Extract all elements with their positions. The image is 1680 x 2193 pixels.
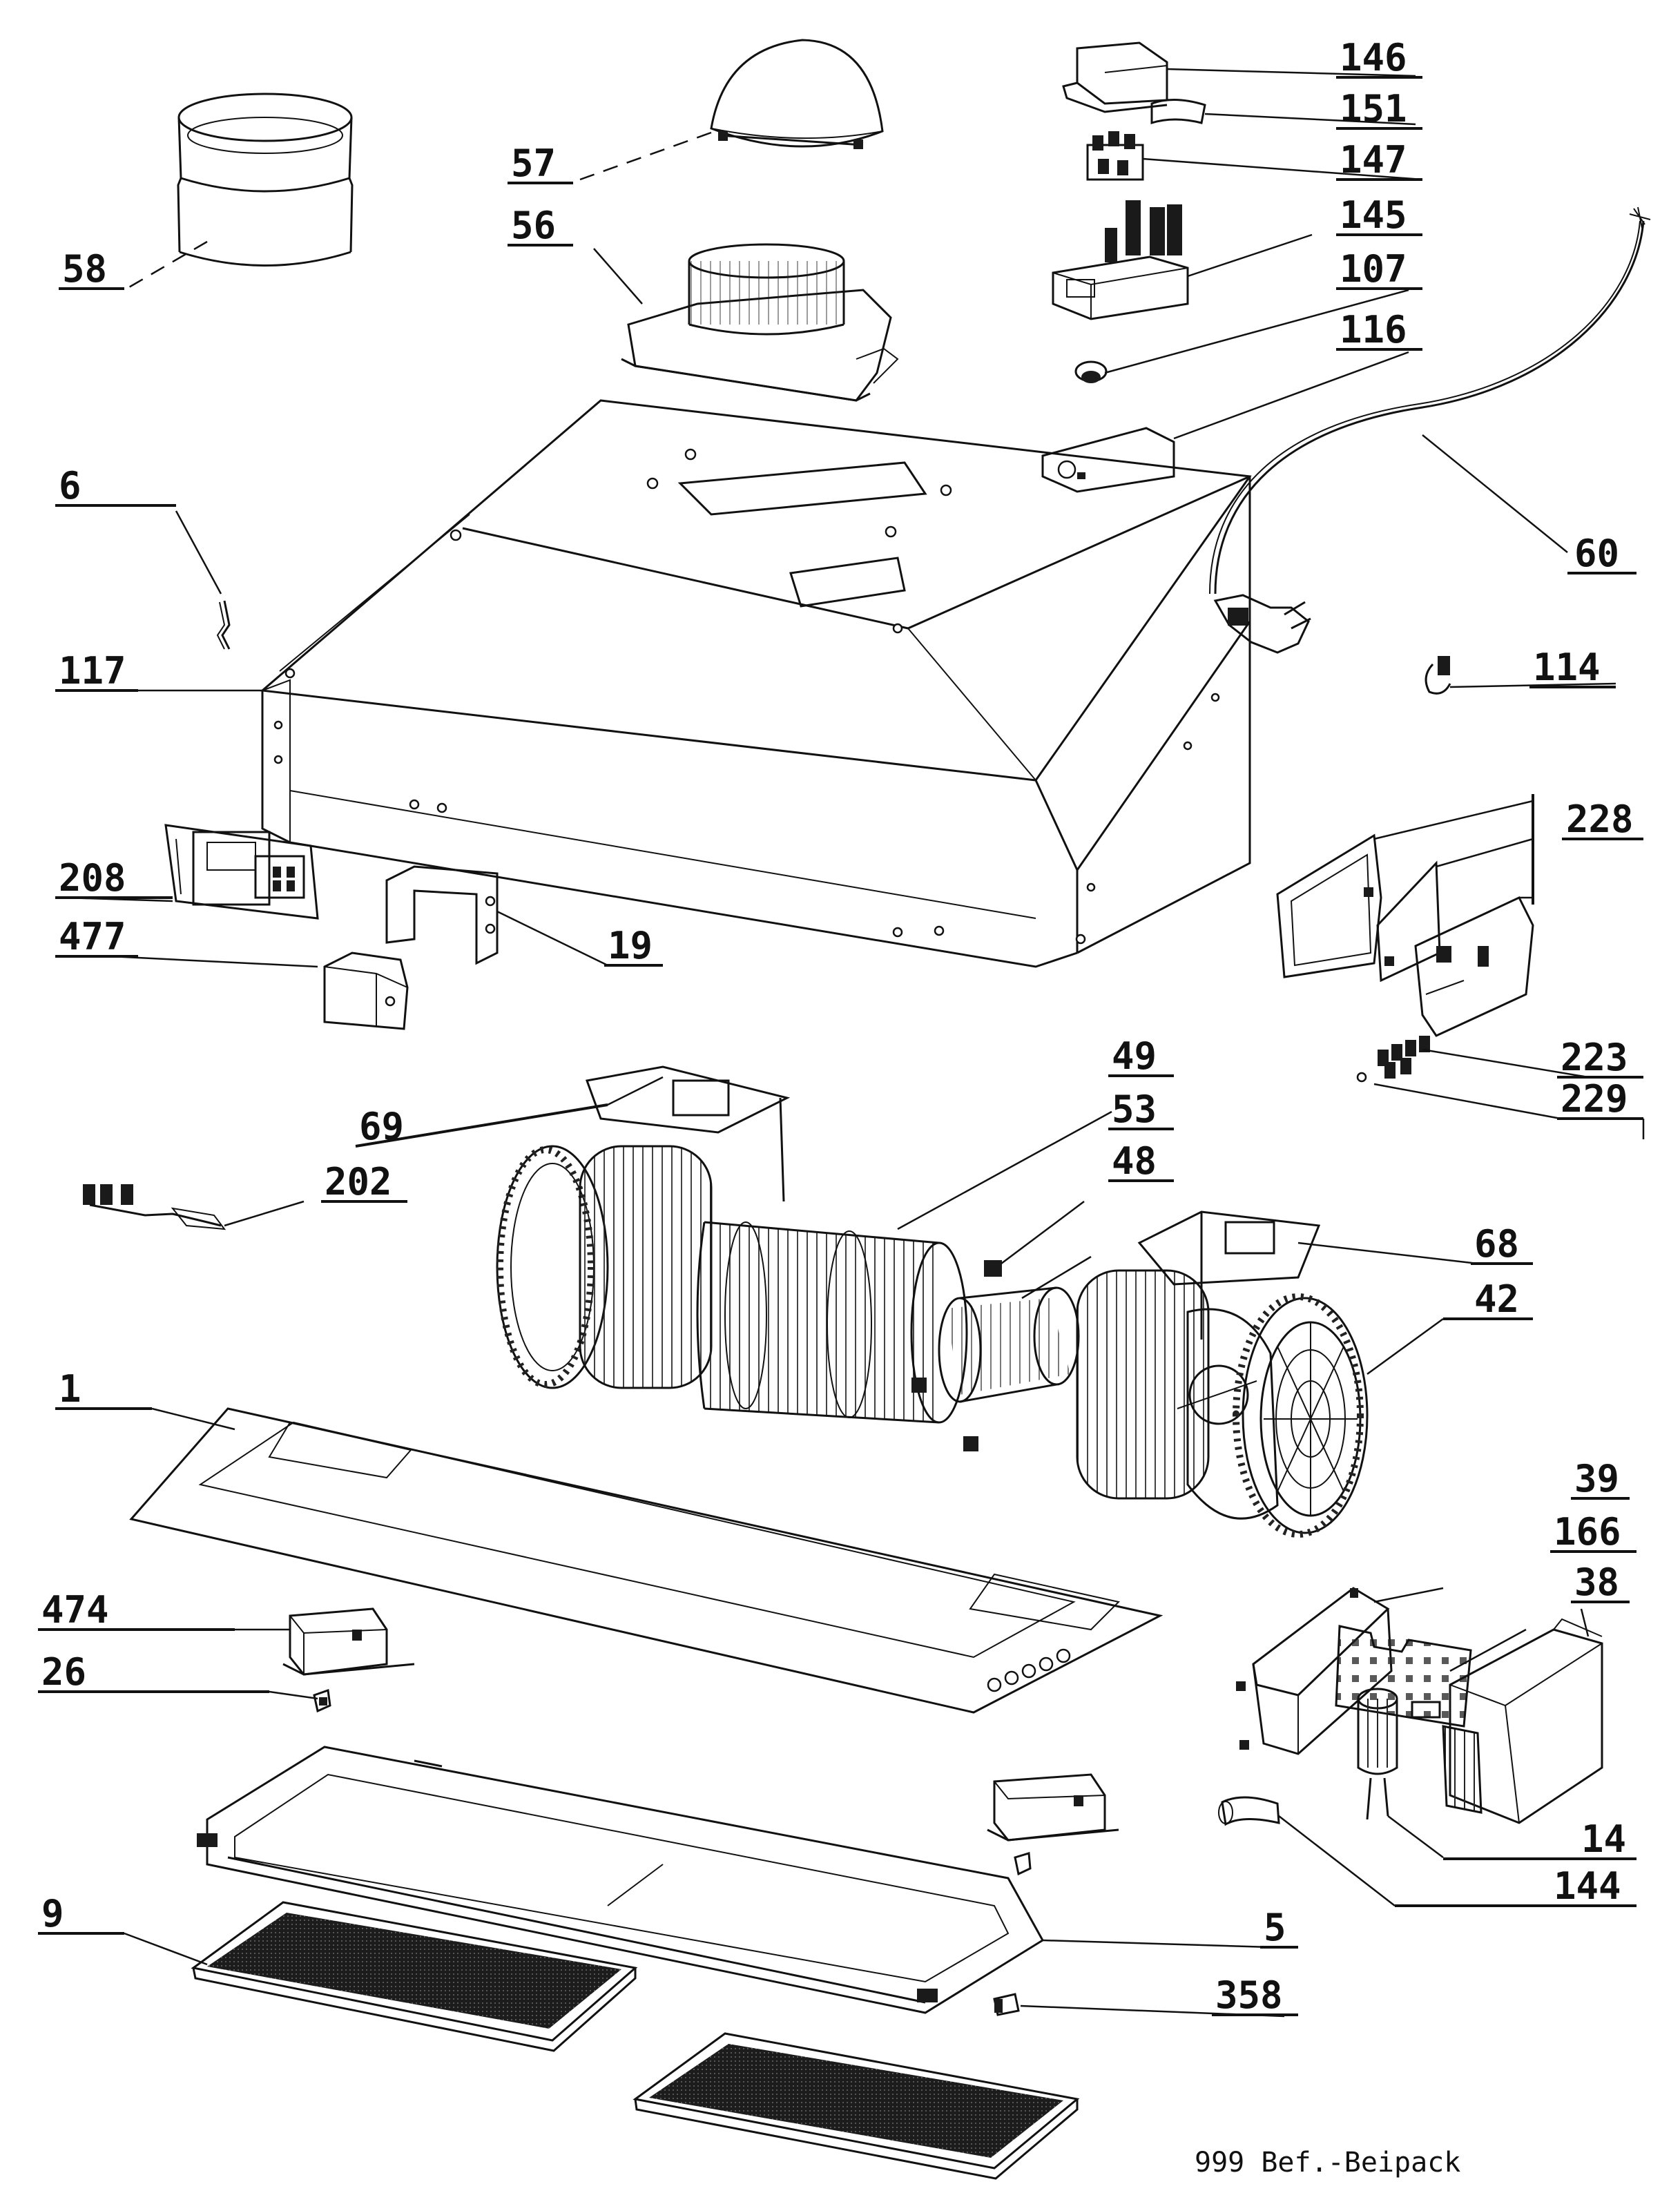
fuse-holder-drawing: [1218, 1796, 1280, 1826]
filter-frame-drawing: [197, 1746, 1045, 2014]
label-58: 58: [62, 247, 107, 291]
label-9: 9: [41, 1892, 64, 1935]
spring-clip-drawing: [216, 600, 231, 650]
blower-motor-drawing: [496, 1065, 1369, 1538]
label-39: 39: [1574, 1457, 1619, 1500]
label-166: 166: [1554, 1510, 1621, 1554]
label-202: 202: [325, 1160, 392, 1204]
label-223: 223: [1561, 1036, 1628, 1079]
dome-flap-drawing: [710, 39, 884, 149]
part-labels: 146 151 147 145 107 116 57 58 56 6 60 11…: [38, 36, 1643, 2178]
label-42: 42: [1474, 1277, 1519, 1321]
label-117: 117: [59, 649, 126, 693]
label-49: 49: [1112, 1034, 1157, 1078]
footer-note: 999 Bef.-Beipack: [1195, 2147, 1460, 2178]
label-5: 5: [1264, 1906, 1286, 1949]
capacitor-drawing: [1357, 1688, 1441, 1820]
label-144: 144: [1554, 1864, 1621, 1908]
lamp-housing-right-drawing: [987, 1773, 1119, 1876]
label-56: 56: [511, 204, 556, 247]
label-474: 474: [41, 1588, 109, 1632]
label-38: 38: [1574, 1561, 1619, 1604]
hood-housing-drawing: [260, 399, 1252, 968]
label-1: 1: [59, 1367, 81, 1411]
label-6: 6: [59, 464, 81, 508]
label-48: 48: [1112, 1139, 1157, 1183]
mounting-bracket-drawing: [385, 865, 499, 965]
label-53: 53: [1112, 1088, 1157, 1131]
electric-parts-drawing: [1041, 41, 1206, 493]
wiring-harness-drawing: [83, 1184, 226, 1230]
label-68: 68: [1474, 1222, 1519, 1266]
control-knobs-drawing: [1356, 1036, 1430, 1083]
label-358: 358: [1215, 1973, 1283, 2017]
label-146: 146: [1340, 36, 1407, 79]
label-477: 477: [59, 915, 126, 958]
label-116: 116: [1340, 308, 1407, 351]
lamp-housing-drawing: [282, 1607, 415, 1676]
label-147: 147: [1340, 138, 1407, 182]
label-14: 14: [1581, 1817, 1626, 1861]
gasket-frame-drawing: [129, 1407, 1164, 1714]
label-145: 145: [1340, 193, 1407, 237]
label-228: 228: [1566, 798, 1634, 841]
control-panel-drawing: [1276, 833, 1534, 1037]
label-229: 229: [1561, 1077, 1628, 1121]
transformer-drawing: [164, 824, 319, 920]
grease-filter-drawing: [191, 1901, 1080, 2180]
label-208: 208: [59, 856, 126, 900]
label-114: 114: [1533, 646, 1601, 689]
label-19: 19: [608, 924, 653, 967]
ballast-drawing: [1442, 1618, 1603, 1824]
label-57: 57: [511, 142, 556, 185]
label-60: 60: [1574, 532, 1619, 575]
filter-clip-drawing: [993, 1993, 1020, 2016]
label-151: 151: [1340, 87, 1407, 131]
label-26: 26: [41, 1650, 86, 1694]
power-cord-drawing: [1209, 206, 1651, 654]
label-107: 107: [1340, 247, 1407, 291]
duct-collar-drawing: [177, 93, 354, 267]
exhaust-spigot-drawing: [621, 243, 899, 402]
lamp-bulb-drawing: [313, 1688, 331, 1713]
cable-clip-drawing: [1425, 656, 1451, 695]
switch-cover-drawing: [323, 951, 409, 1030]
leader-lines: [65, 68, 1645, 2018]
